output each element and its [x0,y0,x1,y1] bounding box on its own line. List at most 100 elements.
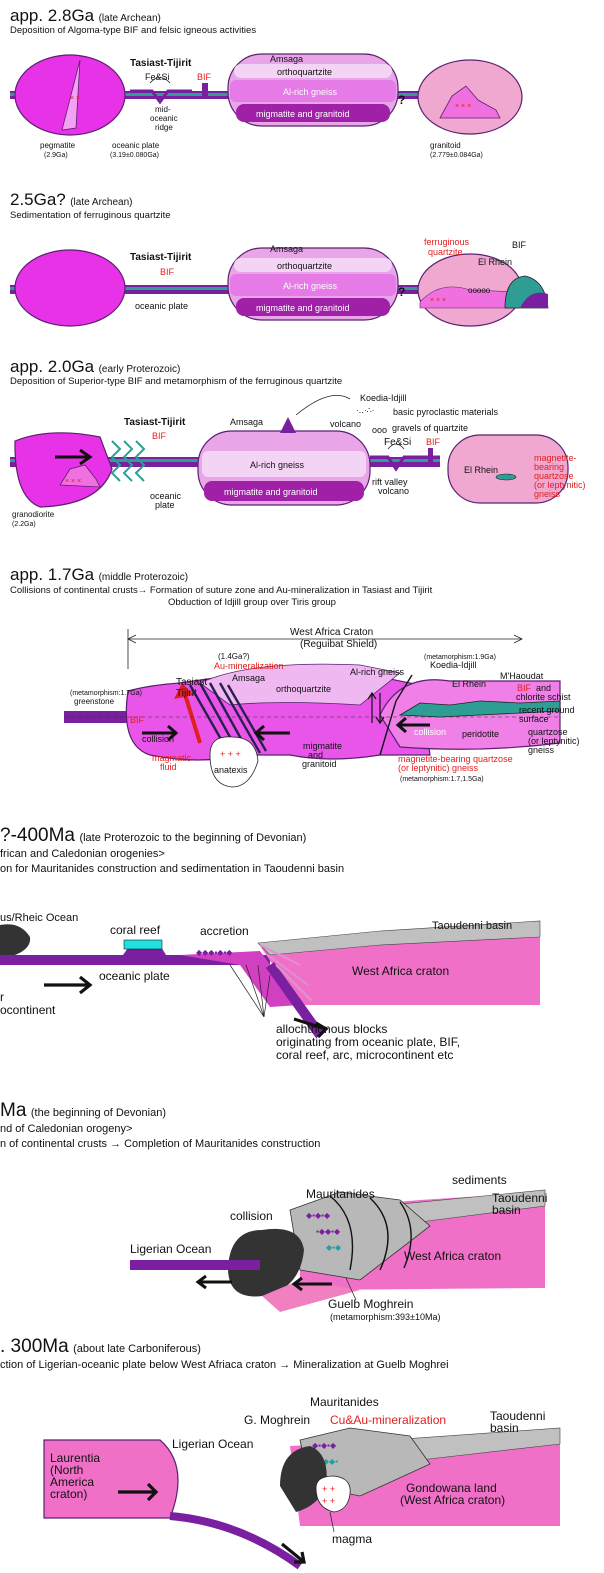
ocean-label: us/Rheic Ocean [0,912,78,924]
ridge-label: mid-oceanicridge [150,105,178,132]
quartzose-label: quartzose(or leptynitic)gneiss [528,727,580,755]
gondowana-label: Gondowana land(West Africa craton) [400,1481,505,1507]
rift-label: rift valleyvolcano [372,477,409,496]
amsaga-label: Amsaga [230,417,263,427]
recent-surface-label: recent groundsurface [519,705,575,724]
pyroclast-marks: ·‥·∴· [356,406,374,415]
craton-label: West Africa craton [352,964,449,978]
quartzite-marks: × × × [430,297,446,304]
craton-label: West Africa craton [404,1249,501,1263]
fesi-label: Fe&Si [384,437,411,448]
collision-arrow-left [198,1276,232,1288]
al-gneiss-label: Al-rich gneiss [283,281,338,291]
basic-label: basic pyroclastic materials [393,407,499,417]
diagram-1-7ga: + + + West Africa Craton (Reguibat Shiel… [0,565,604,795]
coral-label: coral reef [110,923,161,937]
migmatite-label: migmatite and granitoid [256,303,350,313]
block-marks-1: ◆▪◆▪◆ [306,1211,331,1220]
mauritanides-label: Mauritanides [310,1395,379,1409]
diagram-2-5ga: ? × × × ooooo Tasiast-Tijirit BIF oceani… [0,190,604,330]
oceanic-plate-label: oceanicplate [150,491,182,510]
granodiorite-marks: × × × [65,478,81,485]
meta-label: (metamorphism:393±10Ma) [330,1312,440,1322]
bif-block [202,83,208,99]
guelb-label: Guelb Moghrein [328,1297,413,1311]
oceanic-plate-label: oceanic plate [112,141,160,150]
meta17-label: (metamorphism:1.7Ga) [70,690,142,697]
accretion-label: accretion [200,924,249,938]
greenstone-label: greenstone [74,697,115,706]
pegmatite-age: (2.9Ga) [44,152,68,159]
ligerian-label: Ligerian Ocean [130,1242,211,1256]
volcano [280,417,296,433]
arc-body [0,924,30,959]
au-age-label: (1.4Ga?) [218,652,250,661]
oceanic-plate-band [130,1260,260,1270]
volcano-arrow [296,395,350,415]
koedia-label: Koedia-Idjill [430,660,477,670]
amsaga-label: Amsaga [270,244,303,254]
mhaoudat-label: M'Haoudat [500,671,544,681]
au-min-label: Au-mineralization [214,661,284,671]
diagram-devonian: ◆▪◆▪◆ ▪◆◆▪◆ ◆▪◆ sediments Mauritanides T… [0,1100,604,1330]
anatexis-marks: + + + [220,749,241,759]
bif-label: BIF [160,267,175,277]
al-gneiss-label: Al-rich gneiss [350,667,405,677]
panel-1-7ga: app. 1.7Ga (middle Proterozoic) Collisio… [0,565,604,795]
diagram-300ma: ◆▪◆▪◆ ▪◆◆▪ + + + + Mauritanides G. Moghr… [0,1336,604,1573]
al-gneiss-label: Al-rich gneiss [250,460,305,470]
gmoghrein-label: G. Moghrein [244,1413,310,1427]
anatexis-label: anatexis [214,765,248,775]
oceanic-plate-label: oceanic plate [99,969,170,983]
mauritanides-label: Mauritanides [306,1187,375,1201]
magma-marks: + + [322,1484,335,1494]
pegmatite-marks: × × [70,95,80,102]
bif-right-label: BIF [426,437,441,447]
block-marks-2: ▪◆◆▪◆ [316,1227,341,1236]
migmatite-label: migmatite and granitoid [256,109,350,119]
oceanic-plate-label: oceanic plate [135,301,188,311]
continent-left [15,250,125,326]
accretion-blocks: ◆◆◆▪◆▪◆ [196,948,233,957]
plate-motion-arrow [44,977,90,993]
peridotite-label: peridotite [462,729,499,739]
fesi-label: Fe&Si [145,72,170,82]
sediments-label: sediments [452,1173,507,1187]
amsaga-label: Amsaga [232,673,265,683]
craton-label: West Africa Craton [290,627,373,638]
question-mark: ? [398,285,405,299]
orthoquartzite-label: orthoquartzite [276,684,331,694]
diagram-400ma: ◆◆◆▪◆▪◆ us/Rheic Ocean coral reef accret… [0,825,604,1075]
bif-right-label: BIF [512,240,527,250]
elrhein-label: El Rhein [464,465,498,475]
elrhein-label: El Rhein [452,679,486,689]
panel-2-5ga: 2.5Ga? (late Archean) Sedimentation of f… [0,190,604,330]
bif-label: BIF [197,72,212,82]
magnetite-label: magnetite-bearing quartzose(or leptyniti… [398,754,513,773]
taoudenni-label: Taoudenni basin [432,920,512,932]
volcano-label: volcano [330,419,361,429]
collision-label: collision [230,1209,273,1223]
panel-2-0ga: app. 2.0Ga (early Proterozoic) Depositio… [0,357,604,537]
magnetite-lens [496,474,516,480]
bif-label: BIF [130,715,145,725]
migmatite-label: migmatite and granitoid [224,487,318,497]
granodiorite-age: (2.2Ga) [12,521,36,528]
bif-label: BIF [152,431,167,441]
granitoid-label: granitoid [430,141,461,150]
granitoid-age: (2.779±0.084Ga) [430,152,483,159]
al-gneiss-label: Al-rich gneiss [283,87,338,97]
tasiast-label: Tasiast-Tijirit [130,252,192,263]
diagram-2-0ga: × × × ·‥·∴· ooo volcano Koedia-Idjill ba… [0,357,604,537]
collision-label: collision [142,734,174,744]
block-marks-1: ◆▪◆▪◆ [312,1441,337,1450]
oceanic-plate-age: (3.19±0.080Ga) [110,152,159,159]
panel-devonian: Ma (the beginning of Devonian) nd of Cal… [0,1100,604,1330]
tasiast-label: Tasiast-Tijirit [130,58,192,69]
question-mark: ? [398,93,405,107]
tasiast-label: Tasiast-Tijirit [124,417,186,428]
magma-label: magma [332,1532,372,1546]
